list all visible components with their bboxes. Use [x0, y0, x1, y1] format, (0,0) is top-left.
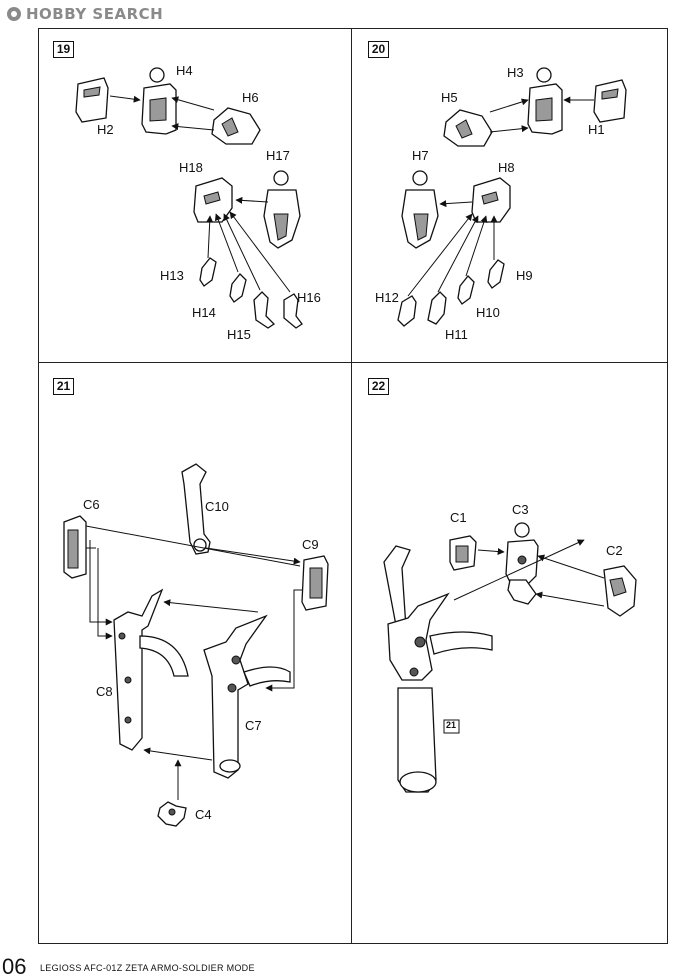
step19-diagram: [75, 67, 303, 329]
label-c2: C2: [606, 543, 623, 558]
label-h11: H11: [445, 327, 468, 342]
instruction-frame: [38, 28, 668, 944]
label-h2: H2: [97, 122, 114, 137]
part-c7: [203, 614, 268, 779]
label-h8: H8: [498, 160, 515, 175]
part-h7-ball: [412, 170, 428, 186]
page-number: 06: [2, 954, 27, 979]
label-c9: C9: [302, 537, 319, 552]
part-h4-ball: [149, 67, 165, 83]
part-h14: [229, 273, 247, 303]
label-h17: H17: [266, 148, 290, 163]
part-h9: [487, 259, 505, 289]
part-h12: [397, 295, 417, 327]
label-c6: C6: [83, 497, 100, 512]
hobbysearch-logo-icon: [7, 7, 21, 21]
part-c10: [181, 463, 211, 555]
label-c7: C7: [245, 718, 262, 733]
label-h3: H3: [507, 65, 524, 80]
part-h17-ball: [273, 170, 289, 186]
label-h4: H4: [176, 63, 193, 78]
label-h14: H14: [192, 305, 216, 320]
watermark: HOBBY SEARCH: [6, 4, 163, 24]
label-c3: C3: [512, 502, 529, 517]
part-h2: [75, 77, 109, 123]
frame-divider-horizontal: [38, 362, 668, 363]
label-c8: C8: [96, 684, 113, 699]
part-c8: [113, 588, 164, 751]
label-h15: H15: [227, 327, 251, 342]
part-h10: [457, 275, 475, 305]
label-h12: H12: [375, 290, 399, 305]
label-c4: C4: [195, 807, 212, 822]
part-h3-ball: [536, 67, 552, 83]
label-h16: H16: [297, 290, 321, 305]
label-c1: C1: [450, 510, 467, 525]
step-number-22: 22: [368, 378, 389, 395]
frame-divider-vertical: [351, 28, 352, 944]
label-c10: C10: [205, 499, 229, 514]
watermark-text: HOBBY SEARCH: [26, 5, 164, 23]
label-h10: H10: [476, 305, 500, 320]
step-number-19: 19: [53, 41, 74, 58]
label-h6: H6: [242, 90, 259, 105]
label-h7: H7: [412, 148, 429, 163]
step22-diagram: [383, 522, 637, 793]
part-c3-ball: [514, 522, 530, 538]
page-footer: 06 LEGIOSS AFC-01Z ZETA ARMO-SOLDIER MOD…: [0, 952, 690, 980]
label-h18: H18: [179, 160, 203, 175]
part-h16: [283, 293, 303, 329]
step21-diagram: [63, 463, 329, 827]
part-h13: [199, 257, 217, 287]
label-h9: H9: [516, 268, 533, 283]
part-h6: [211, 107, 261, 145]
label-h13: H13: [160, 268, 184, 283]
product-name: LEGIOSS AFC-01Z ZETA ARMO-SOLDIER MODE: [40, 963, 255, 973]
part-h15: [253, 291, 276, 329]
part-h1: [593, 79, 627, 123]
step-number-21: 21: [53, 378, 74, 395]
step-number-20: 20: [368, 41, 389, 58]
step22-ref-21: 21: [446, 720, 457, 730]
step20-diagram: [397, 67, 627, 327]
part-h11: [427, 291, 447, 325]
label-h1: H1: [588, 122, 605, 137]
label-h5: H5: [441, 90, 458, 105]
